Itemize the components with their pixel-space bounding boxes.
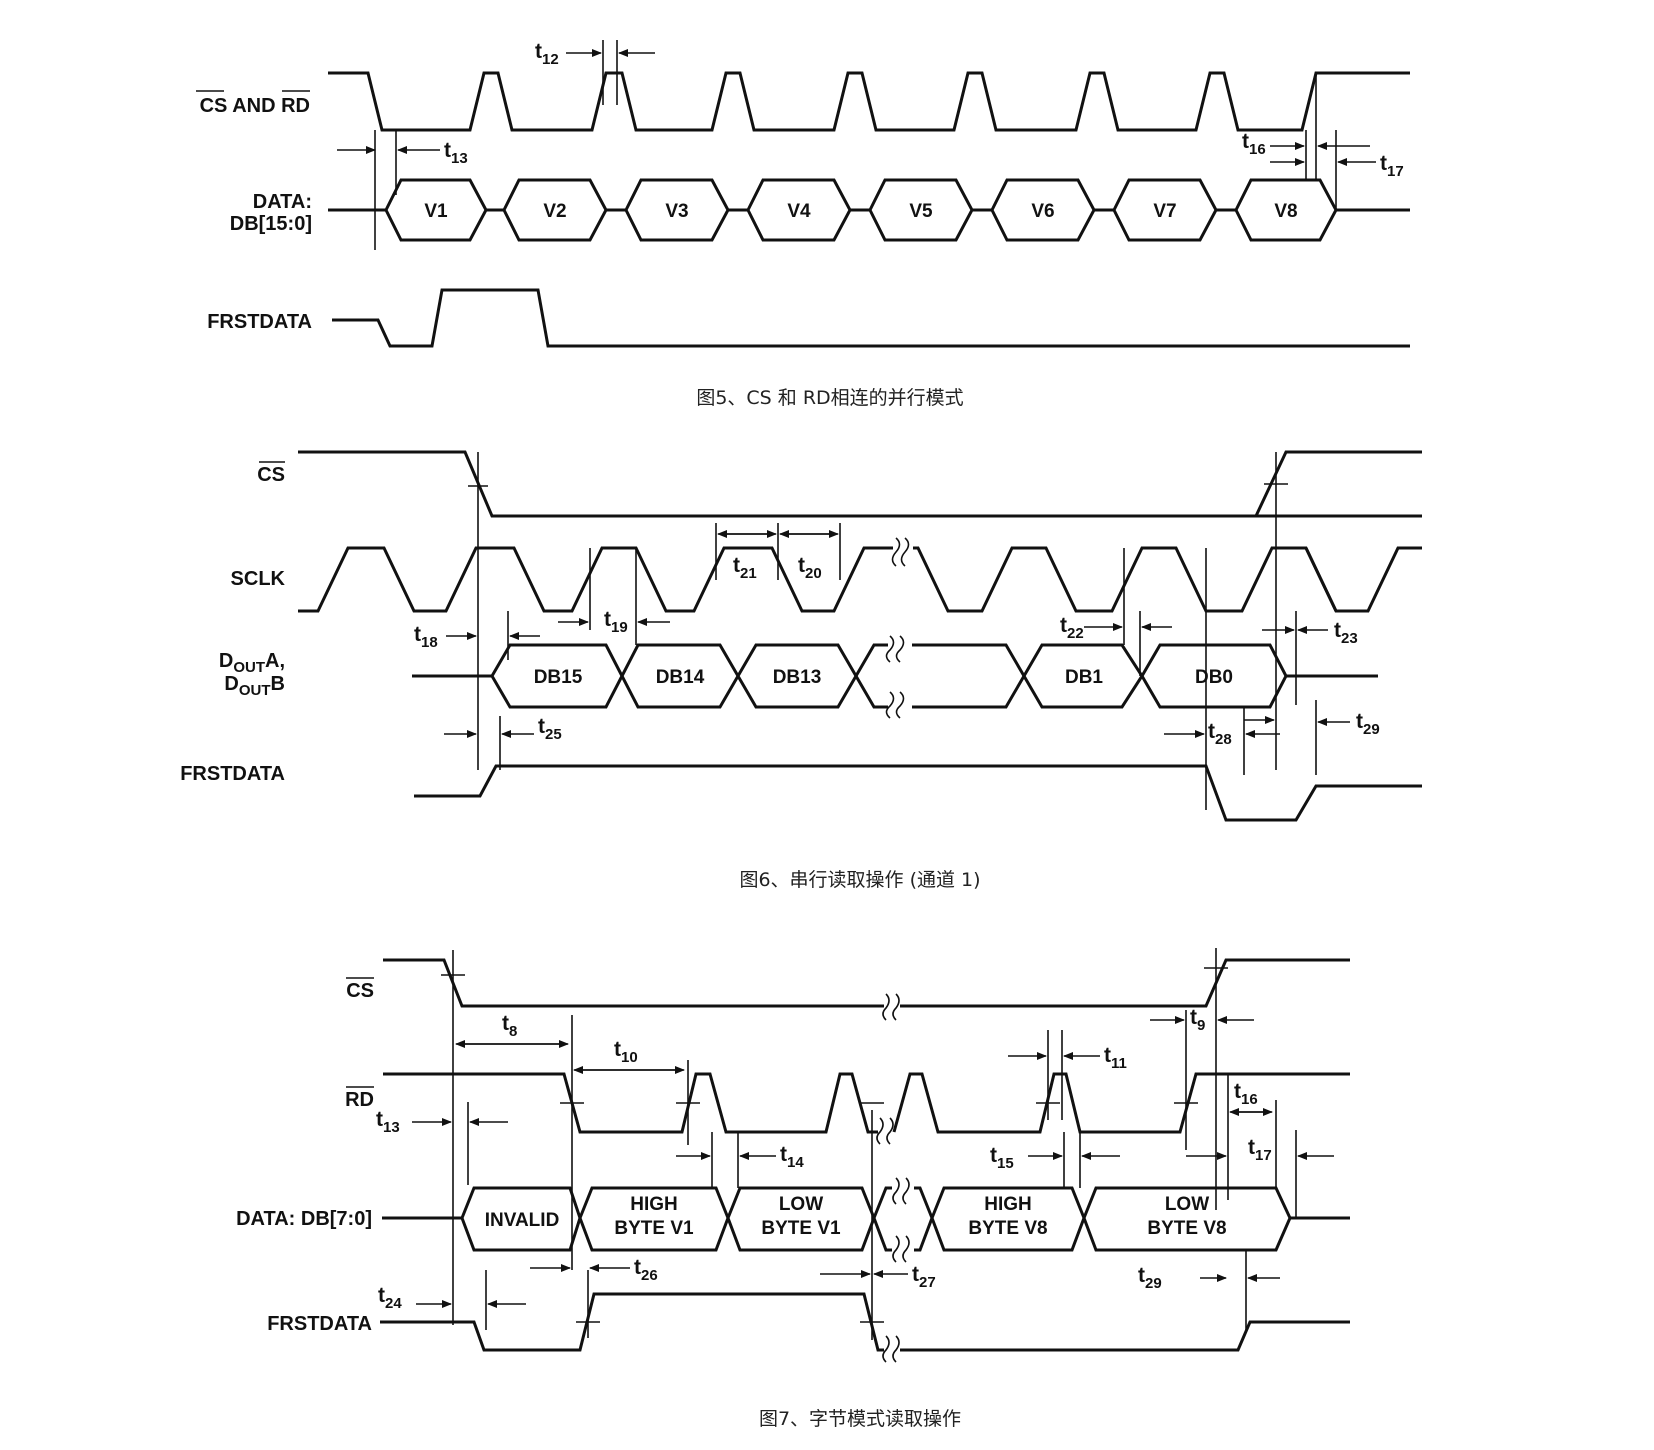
- cs-label: CS: [346, 980, 374, 1002]
- bus-cell-db0: [1140, 643, 1288, 709]
- frstdata-label: FRSTDATA: [207, 311, 312, 333]
- timing-t16: t16: [1242, 130, 1266, 158]
- dout-a-label: DOUTA,: [219, 650, 285, 676]
- timing-t29: t29: [1356, 710, 1380, 738]
- sclk-waveform-right: [913, 546, 1422, 613]
- bus-value-v6: V6: [1031, 201, 1054, 222]
- timing-t17: t17: [1248, 1136, 1272, 1164]
- timing-t14: t14: [780, 1143, 804, 1171]
- data-bus-label: DB[15:0]: [230, 213, 312, 235]
- break-mark-sclk: [891, 537, 910, 567]
- bus-value-v5: V5: [909, 201, 933, 222]
- timing-t15: t15: [990, 1144, 1014, 1172]
- timing-t19: t19: [604, 608, 628, 636]
- figure-6: CS SCLK DOUTA, DOUTB: [180, 450, 1422, 891]
- timing-t17: t17: [1380, 152, 1404, 180]
- bus-cell-low-byte-v8: [1082, 1186, 1292, 1252]
- rd-waveform-right: [892, 1072, 1350, 1134]
- cs-rd-waveform: [328, 71, 1410, 132]
- bus-value-low-byte-v8-line1: LOW: [1165, 1194, 1209, 1215]
- bus-cell-gap: [854, 643, 1026, 709]
- bus-value-db15: DB15: [534, 667, 583, 688]
- timing-t27: t27: [912, 1263, 936, 1291]
- timing-t18: t18: [414, 623, 438, 651]
- data-label: DATA: DB[7:0]: [236, 1208, 372, 1230]
- bus-value-v3: V3: [665, 201, 688, 222]
- timing-t10: t10: [614, 1038, 638, 1066]
- data-bus: V1 V2 V3 V4 V5 V6 V7 V8: [328, 178, 1410, 242]
- sclk-label: SCLK: [231, 568, 286, 590]
- timing-t23: t23: [1334, 619, 1358, 647]
- bus-value-high-byte-v8-line1: HIGH: [984, 1194, 1032, 1215]
- bus-value-v2: V2: [543, 201, 566, 222]
- bus-value-v4: V4: [787, 201, 811, 222]
- bus-value-db13: DB13: [773, 667, 822, 688]
- figure-6-caption: 图6、串行读取操作 (通道 1): [739, 869, 980, 891]
- timing-t25: t25: [538, 715, 562, 743]
- bus-value-low-byte-v8-line2: BYTE V8: [1147, 1218, 1226, 1239]
- timing-t8: t8: [502, 1012, 517, 1040]
- bus-value-db1: DB1: [1065, 667, 1103, 688]
- frstdata-waveform: [332, 288, 1410, 348]
- timing-t28: t28: [1208, 720, 1232, 748]
- bus-value-low-byte-v1-line2: BYTE V1: [761, 1218, 841, 1239]
- bus-value-high-byte-v8-line2: BYTE V8: [968, 1218, 1047, 1239]
- timing-t12: t12: [535, 40, 559, 68]
- bus-value-v8: V8: [1274, 201, 1297, 222]
- bus-value-high-byte-v1-line2: BYTE V1: [614, 1218, 694, 1239]
- cs-waveform: [383, 958, 1350, 1008]
- timing-t9: t9: [1190, 1006, 1205, 1034]
- bus-value-v1: V1: [424, 201, 448, 222]
- dout-bus: DB15 DB14 DB13 DB1 DB0: [412, 635, 1378, 719]
- timing-t13: t13: [376, 1108, 400, 1136]
- sclk-waveform-left: [298, 546, 893, 613]
- bus-value-v7: V7: [1153, 201, 1176, 222]
- cs-and-rd-label: CS AND RD: [200, 95, 310, 117]
- frstdata-waveform: [414, 764, 1422, 822]
- timing-t21: t21: [733, 554, 757, 582]
- timing-t20: t20: [798, 554, 822, 582]
- timing-t11: t11: [1104, 1044, 1127, 1072]
- timing-t13: t13: [444, 139, 468, 167]
- break-mark-rd: [876, 1117, 894, 1145]
- timing-markers-fig6: t21 t20 t18 t19 t22 t23 t25: [414, 452, 1380, 810]
- frstdata-label: FRSTDATA: [180, 763, 285, 785]
- break-mark-frstdata: [882, 1335, 900, 1363]
- figure-5-caption: 图5、CS 和 RD相连的并行模式: [696, 387, 963, 409]
- sclk-tristate-fall: [1304, 547, 1338, 612]
- break-mark-dout: [885, 635, 895, 663]
- rd-waveform-left: [383, 1072, 878, 1134]
- data-label: DATA:: [253, 191, 312, 213]
- rd-label: RD: [345, 1089, 374, 1111]
- bus-value-low-byte-v1-line1: LOW: [779, 1194, 823, 1215]
- timing-t29: t29: [1138, 1264, 1162, 1292]
- bus-value-invalid: INVALID: [485, 1210, 560, 1231]
- timing-t26: t26: [634, 1256, 658, 1284]
- figure-7: CS RD DATA: DB[7:0]: [236, 948, 1350, 1430]
- figure-7-caption: 图7、字节模式读取操作: [759, 1408, 961, 1430]
- bus-value-db0: DB0: [1195, 667, 1233, 688]
- data-bus: INVALID HIGH BYTE V1 LOW BYTE V1 HIGH BY…: [382, 1177, 1350, 1263]
- dout-b-label: DOUTB: [224, 673, 285, 699]
- break-mark-cs: [882, 993, 900, 1021]
- frstdata-label: FRSTDATA: [267, 1313, 372, 1335]
- timing-t22: t22: [1060, 614, 1084, 642]
- cs-label: CS: [257, 464, 285, 486]
- figure-5: CS AND RD DATA: DB[15:0] V1: [196, 40, 1410, 409]
- timing-t16: t16: [1234, 1080, 1258, 1108]
- cs-waveform: [298, 450, 1422, 518]
- timing-t24: t24: [378, 1284, 402, 1312]
- bus-value-high-byte-v1-line1: HIGH: [630, 1194, 678, 1215]
- cs-rising-edge: [1254, 450, 1422, 517]
- bus-value-db14: DB14: [656, 667, 705, 688]
